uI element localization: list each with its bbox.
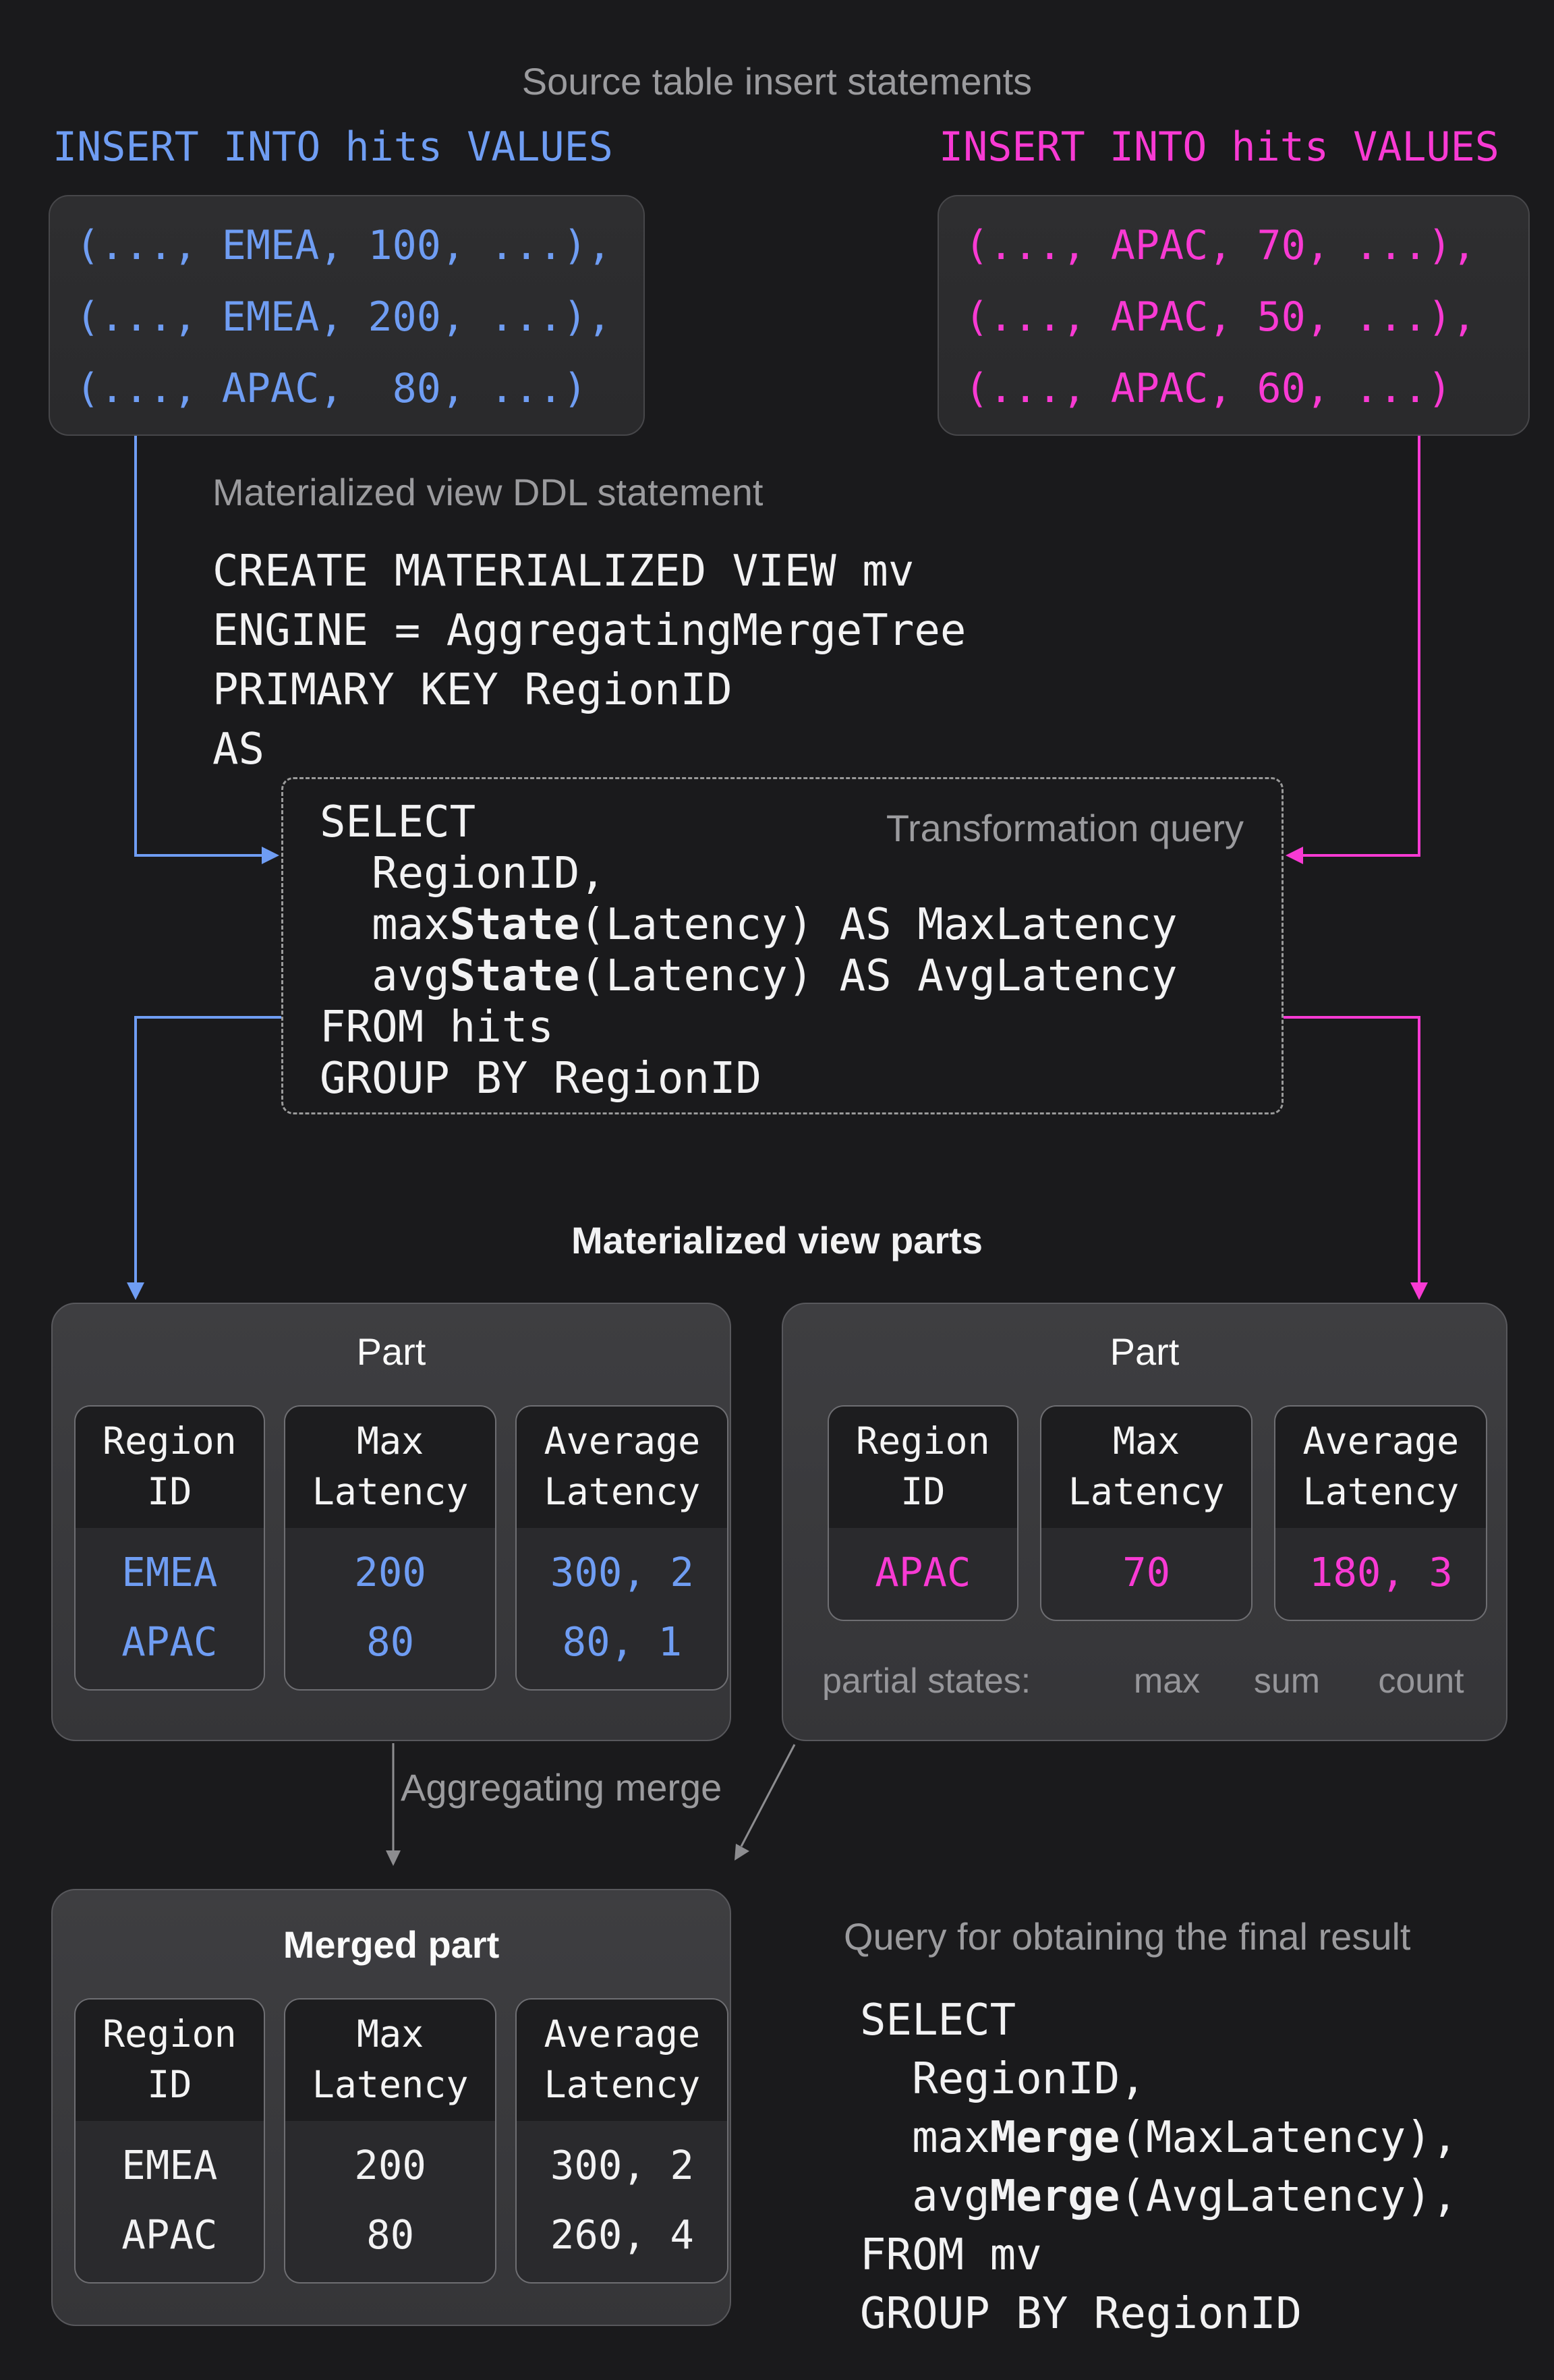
partial-states-label: partial states: bbox=[822, 1662, 1031, 1701]
cell-value: APAC bbox=[875, 1549, 971, 1595]
column-header: Max Latency bbox=[285, 1407, 496, 1528]
column-values: 200 80 bbox=[285, 1528, 496, 1689]
column-values: 70 bbox=[1041, 1528, 1252, 1620]
column-values: EMEA APAC bbox=[76, 2121, 264, 2282]
cell-value: 300, 2 bbox=[550, 1549, 694, 1595]
final-query-code: SELECT RegionID, maxMerge(MaxLatency), a… bbox=[860, 1991, 1458, 2344]
sql-line: RegionID, bbox=[860, 2054, 1146, 2104]
connector-insert-right-to-query bbox=[1286, 436, 1420, 864]
sql-line: avgState(Latency) AS AvgLatency bbox=[320, 951, 1178, 1001]
mv-parts-title: Materialized view parts bbox=[571, 1219, 983, 1262]
insert-right-header: INSERT INTO hits VALUES bbox=[939, 123, 1499, 171]
sql-line: FROM mv bbox=[860, 2230, 1042, 2280]
column-values: APAC bbox=[829, 1528, 1017, 1620]
table-column-max-latency: Max Latency 200 80 bbox=[283, 1405, 497, 1691]
column-values: 300, 2 260, 4 bbox=[517, 2121, 728, 2282]
sql-line: AS bbox=[212, 725, 265, 774]
source-inserts-title: Source table insert statements bbox=[521, 60, 1033, 103]
merged-part-title: Merged part bbox=[283, 1923, 500, 1966]
cell-value: 80, 1 bbox=[562, 1618, 683, 1665]
cell-value: APAC bbox=[121, 1618, 218, 1665]
column-header: Average Latency bbox=[517, 1407, 728, 1528]
sql-line: avgMerge(AvgLatency), bbox=[860, 2172, 1458, 2221]
insert-row: (..., EMEA, 100, ...), bbox=[76, 222, 612, 269]
cell-value: APAC bbox=[121, 2211, 218, 2258]
column-values: 300, 2 80, 1 bbox=[517, 1528, 728, 1689]
column-values: 200 80 bbox=[285, 2121, 496, 2282]
cell-value: 80 bbox=[366, 1618, 415, 1665]
table-column-average-latency: Average Latency 180, 3 bbox=[1274, 1405, 1488, 1621]
sql-line: maxState(Latency) AS MaxLatency bbox=[320, 900, 1178, 950]
column-header: Average Latency bbox=[517, 2000, 728, 2121]
cell-value: 80 bbox=[366, 2211, 415, 2258]
table-column-region-id: Region ID EMEA APAC bbox=[74, 1405, 265, 1691]
sql-line: PRIMARY KEY RegionID bbox=[212, 665, 732, 715]
sql-line: ENGINE = AggregatingMergeTree bbox=[212, 606, 967, 656]
insert-row: (..., EMEA, 200, ...), bbox=[76, 293, 612, 341]
column-header: Region ID bbox=[76, 2000, 264, 2121]
sql-line: CREATE MATERIALIZED VIEW mv bbox=[212, 546, 915, 596]
column-header: Region ID bbox=[829, 1407, 1017, 1528]
column-values: 180, 3 bbox=[1275, 1528, 1487, 1620]
cell-value: 70 bbox=[1122, 1549, 1171, 1595]
column-header: Max Latency bbox=[285, 2000, 496, 2121]
partial-state-count-label: count bbox=[1378, 1662, 1464, 1701]
column-header: Max Latency bbox=[1041, 1407, 1252, 1528]
sql-line: maxMerge(MaxLatency), bbox=[860, 2113, 1458, 2163]
insert-right-box: (..., APAC, 70, ...), (..., APAC, 50, ..… bbox=[938, 195, 1530, 436]
table-column-average-latency: Average Latency 300, 2 260, 4 bbox=[515, 1998, 729, 2284]
sql-line: GROUP BY RegionID bbox=[320, 1054, 762, 1104]
aggregating-merge-label: Aggregating merge bbox=[401, 1766, 722, 1809]
table-column-max-latency: Max Latency 200 80 bbox=[283, 1998, 497, 2284]
sql-line: SELECT bbox=[320, 797, 476, 847]
column-header: Average Latency bbox=[1275, 1407, 1487, 1528]
cell-value: 200 bbox=[354, 2142, 426, 2188]
cell-value: EMEA bbox=[121, 1549, 218, 1595]
column-header: Region ID bbox=[76, 1407, 264, 1528]
sql-line: RegionID, bbox=[320, 849, 606, 899]
table-column-max-latency: Max Latency 70 bbox=[1039, 1405, 1253, 1621]
sql-line: FROM hits bbox=[320, 1002, 554, 1052]
insert-row: (..., APAC, 50, ...), bbox=[965, 293, 1476, 341]
merged-part-box: Merged part Region ID EMEA APAC Max Late… bbox=[51, 1889, 731, 2326]
connector-merge-left-arrow bbox=[386, 1743, 401, 1866]
transformation-query-box: Transformation query SELECT RegionID, ma… bbox=[281, 777, 1284, 1114]
insert-row: (..., APAC, 60, ...) bbox=[965, 365, 1452, 412]
partial-state-sum-label: sum bbox=[1253, 1662, 1321, 1701]
table-column-region-id: Region ID EMEA APAC bbox=[74, 1998, 265, 2284]
insert-row: (..., APAC, 70, ...), bbox=[965, 222, 1476, 269]
insert-row: (..., APAC, 80, ...) bbox=[76, 365, 587, 412]
cell-value: 200 bbox=[354, 1549, 426, 1595]
final-query-label: Query for obtaining the final result bbox=[844, 1915, 1411, 1958]
part-right-title: Part bbox=[1110, 1330, 1180, 1373]
table-column-region-id: Region ID APAC bbox=[828, 1405, 1018, 1621]
ddl-label: Materialized view DDL statement bbox=[212, 471, 764, 513]
transformation-query-label: Transformation query bbox=[886, 807, 1244, 849]
part-left-title: Part bbox=[356, 1330, 426, 1373]
sql-line: GROUP BY RegionID bbox=[860, 2289, 1302, 2339]
cell-value: 260, 4 bbox=[550, 2211, 694, 2258]
insert-left-header: INSERT INTO hits VALUES bbox=[53, 123, 613, 171]
cell-value: EMEA bbox=[121, 2142, 218, 2188]
cell-value: 300, 2 bbox=[550, 2142, 694, 2188]
part-box-right: Part Region ID APAC Max Latency 70 bbox=[782, 1303, 1507, 1741]
connector-merge-right-arrow bbox=[735, 1744, 796, 1861]
transformation-query-code: SELECT RegionID, maxState(Latency) AS Ma… bbox=[320, 797, 1178, 1104]
sql-line: SELECT bbox=[860, 1995, 1016, 2045]
insert-left-box: (..., EMEA, 100, ...), (..., EMEA, 200, … bbox=[49, 195, 645, 436]
part-box-left: Part Region ID EMEA APAC Max Latency 200 bbox=[51, 1303, 731, 1741]
table-column-average-latency: Average Latency 300, 2 80, 1 bbox=[515, 1405, 729, 1691]
column-values: EMEA APAC bbox=[76, 1528, 264, 1689]
ddl-code: CREATE MATERIALIZED VIEW mv ENGINE = Agg… bbox=[212, 542, 966, 779]
cell-value: 180, 3 bbox=[1308, 1549, 1453, 1595]
partial-state-max-label: max bbox=[1133, 1662, 1201, 1701]
